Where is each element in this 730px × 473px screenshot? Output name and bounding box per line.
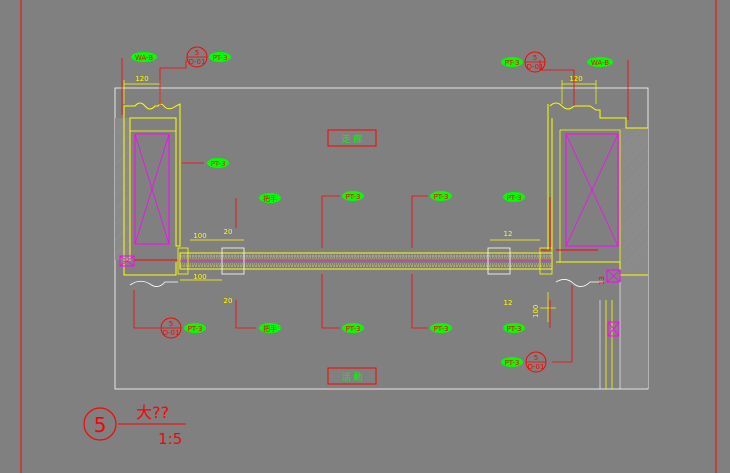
right-wall-section: 13 [547,102,649,389]
svg-text:PT-3: PT-3 [507,194,522,202]
tag-pt-bottom-mid-1: PT-3 [342,323,364,333]
svg-text:5: 5 [533,54,537,62]
svg-text:5: 5 [195,49,199,57]
dim-left-20-b: 20 [224,297,233,305]
svg-text:PT-3: PT-3 [434,193,449,201]
svg-text:5: 5 [169,320,173,328]
right-frame-block [565,133,619,247]
tag-pt-bottom-right: PT-3 [503,323,525,333]
door-leaf [177,247,553,275]
svg-text:WA-B: WA-B [591,59,609,67]
svg-text:D-01: D-01 [528,363,545,371]
drawing-title-block: 5 大?? 1:5 [83,403,186,448]
dim-right-12-b: 12 [504,299,513,307]
tag-pt-left-jamb: PT-3 [207,158,229,168]
svg-text:PT-3: PT-3 [213,54,228,62]
svg-text:PT-3: PT-3 [434,325,449,333]
detail-number-bubble [83,407,117,441]
leader-lines [121,58,629,363]
dim-left-120: 120 [135,75,148,83]
svg-text:WA-B: WA-B [135,54,153,62]
detail-ref-bottom-left: 5 D-01 PT-3 [160,317,206,339]
left-wall-section [114,102,181,287]
svg-text:PT-3: PT-3 [507,325,522,333]
tag-pt-top-right: PT-3 [503,192,525,202]
detail-ref-bottom-right: PT-3 5 D-01 [501,351,547,373]
svg-text:把手: 把手 [263,194,277,203]
dimension-lines [123,80,597,322]
drawing-title: 大?? [136,403,169,422]
detail-ref-top-left: 5 D-01 PT-3 [186,46,231,68]
svg-text:PT-3: PT-3 [346,193,361,201]
svg-text:PT-3: PT-3 [346,325,361,333]
dim-right-12: 12 [504,230,513,238]
svg-text:PT-3: PT-3 [505,359,520,367]
tag-pt-top-mid-1: PT-3 [342,191,364,201]
svg-text:PT-3: PT-3 [505,59,520,67]
detail-number: 5 [94,413,107,437]
svg-text:PT-3: PT-3 [211,160,226,168]
room-label-bottom: 活 動 [327,367,377,385]
svg-text:5: 5 [534,354,538,362]
svg-text:D-01: D-01 [163,329,180,337]
tag-pt-top-mid-2: PT-3 [430,191,452,201]
svg-text:PT-3: PT-3 [188,325,203,333]
dim-left-100-b: 100 [193,273,206,281]
tag-pt-bottom-mid-2: PT-3 [430,323,452,333]
svg-text:走 廊: 走 廊 [342,133,363,145]
left-frame-block [134,133,170,245]
svg-text:把手: 把手 [263,324,277,333]
dim-left-100: 100 [193,232,206,240]
dim-right-100: 100 [532,305,540,318]
drawing-scale: 1:5 [158,430,182,448]
svg-text:活 動: 活 動 [342,371,363,383]
tag-wa-left: WA-B [131,52,157,62]
svg-text:13: 13 [598,276,606,285]
dim-left-20: 20 [224,228,233,236]
detail-ref-top-right: PT-3 5 D-01 [501,51,546,73]
tag-handle-top: 把手 [259,193,281,203]
svg-text:D-01: D-01 [527,63,544,71]
room-label-top: 走 廊 [327,129,377,147]
svg-text:D-01: D-01 [189,58,206,66]
tag-handle-bottom: 把手 [259,323,281,333]
dim-right-120: 120 [569,75,582,83]
tag-wa-right: WA-B [587,57,613,67]
